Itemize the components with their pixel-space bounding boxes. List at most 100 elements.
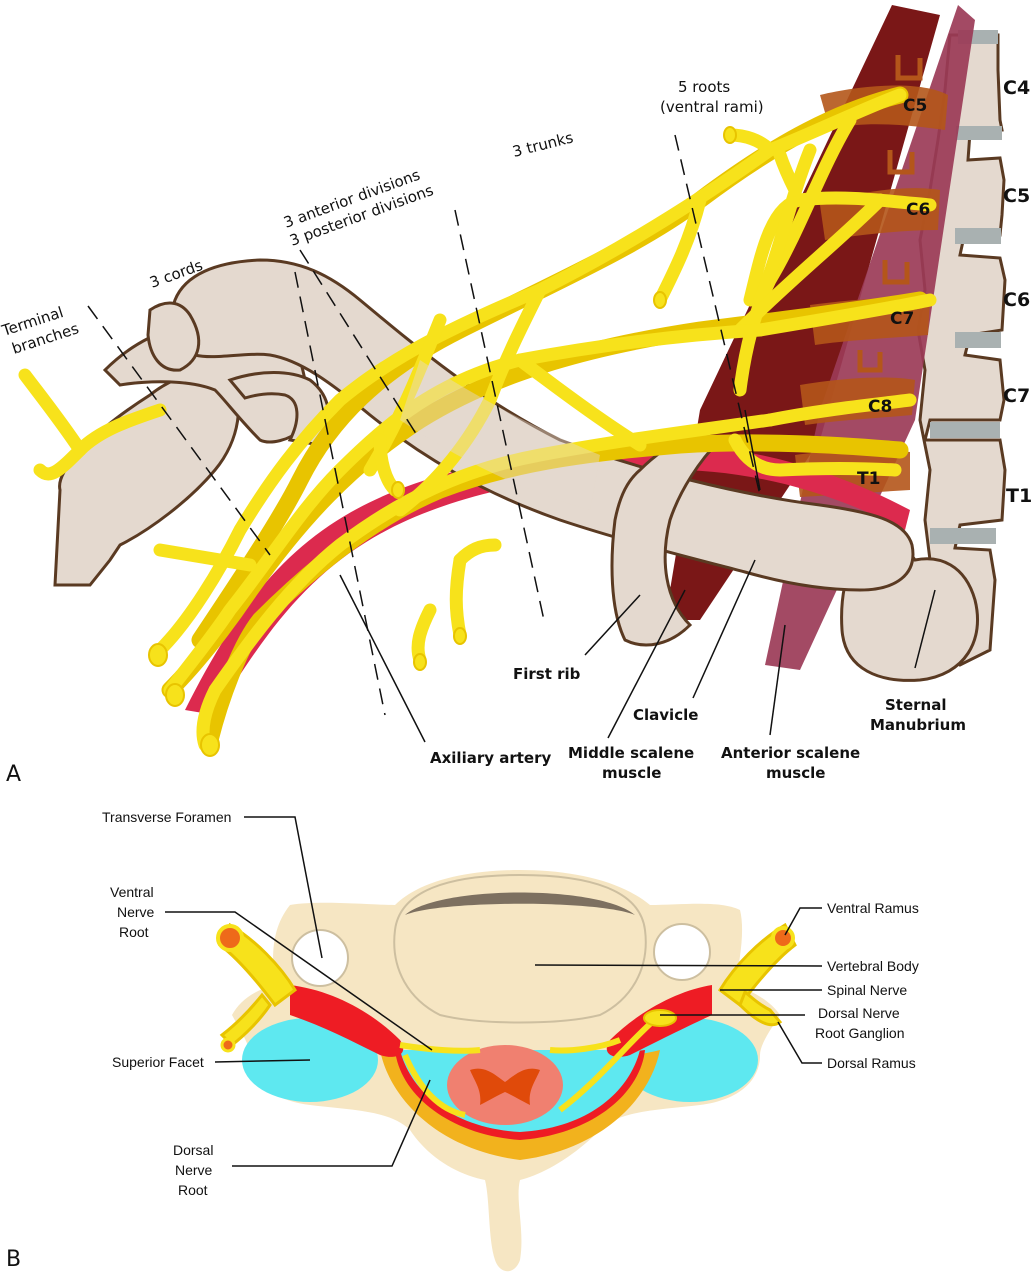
label-ventral-ramus: Ventral Ramus: [827, 900, 919, 916]
foramen-hook: [887, 150, 915, 175]
label-sternal-1: Sternal: [885, 696, 947, 714]
nerve-end: [165, 683, 185, 707]
leader-clavicle: [692, 559, 756, 699]
plexus-nerves: [18, 86, 937, 757]
dorsal-ramus-left: [219, 992, 272, 1047]
nerve-end: [200, 733, 220, 757]
root-c8-nerve: [763, 393, 917, 427]
leader-ventral-ramus: [784, 907, 822, 936]
leader-vertebral-body: [534, 964, 823, 967]
vertebral-body: [393, 873, 647, 1024]
label-dorsal-ramus: Dorsal Ramus: [827, 1055, 916, 1071]
label-transverse-foramen: Transverse Foramen: [102, 809, 231, 825]
nerve-end: [653, 291, 667, 309]
label-drg-2: Root Ganglion: [815, 1025, 905, 1041]
nerve-end: [148, 643, 168, 667]
root-label-c5: C5: [903, 96, 927, 116]
branch: [411, 603, 437, 667]
panel-letter-b: B: [6, 1247, 21, 1272]
leader-transverse-foramen: [244, 816, 323, 959]
section-dashes: [87, 134, 761, 716]
leader-dorsal-nerve-root: [232, 1079, 431, 1167]
leader-lines-a: [339, 409, 936, 743]
label-middle-scalene-1: Middle scalene: [568, 744, 694, 762]
dorsal-root-ganglion: [643, 1009, 677, 1027]
labels-panel-b: Transverse Foramen Ventral Nerve Root Su…: [6, 809, 919, 1272]
dash-roots: [674, 134, 761, 496]
panel-a: Terminal branches 3 cords 3 anterior div…: [0, 5, 1032, 787]
leader-anterior-scalene: [769, 624, 786, 736]
branch: [773, 148, 802, 197]
branch: [653, 193, 707, 307]
root-label-c6: C6: [906, 200, 930, 220]
label-clavicle: Clavicle: [633, 706, 698, 724]
foramen-hook: [882, 260, 910, 285]
gray-matter: [470, 1068, 540, 1105]
nerve-end: [391, 481, 405, 499]
acromion: [146, 301, 201, 372]
disc: [930, 422, 1000, 438]
label-roots-2: (ventral rami): [660, 98, 764, 116]
nerve-end: [413, 653, 427, 671]
label-anterior-scalene-2: muscle: [766, 764, 825, 782]
label-ventral-nerve-root-3: Root: [119, 924, 149, 940]
leader-dorsal-ramus: [777, 1021, 822, 1064]
vertebra-label-t1: T1: [1006, 485, 1032, 507]
root-label-c8: C8: [868, 397, 892, 417]
vertebra-label-c7: C7: [1003, 385, 1030, 407]
ramus-cap: [220, 1037, 236, 1053]
panel-letter-a: A: [6, 762, 21, 787]
ventral-root-right: [549, 1037, 622, 1054]
foramen-hooks: [857, 55, 923, 373]
root-t1-nerve: [728, 433, 902, 477]
root-c7-nerve: [753, 293, 937, 337]
label-first-rib: First rib: [513, 665, 581, 683]
axillary-artery: [185, 443, 910, 715]
clavicle-overlay: [400, 360, 600, 510]
transverse-foramen-right: [653, 923, 711, 981]
root-label-c7: C7: [890, 309, 914, 329]
root-label-t1: T1: [857, 469, 880, 489]
label-vertebral-body: Vertebral Body: [827, 958, 919, 974]
root-link: [753, 143, 817, 307]
branch: [453, 538, 502, 567]
panel-b: Transverse Foramen Ventral Nerve Root Su…: [6, 809, 919, 1272]
leader-sternal: [914, 589, 936, 669]
vertebral-body-rim: [405, 892, 635, 915]
leader-middle-scalene: [607, 589, 686, 739]
label-trunks: 3 trunks: [511, 128, 576, 160]
label-dorsal-nerve-root-1: Dorsal: [173, 1142, 213, 1158]
label-drg-1: Dorsal Nerve: [818, 1005, 900, 1021]
terminal-branch: [18, 368, 87, 457]
dorsal-ramus-right: [738, 989, 783, 1027]
dash-trunks: [454, 209, 546, 626]
label-dorsal-nerve-root-2: Nerve: [175, 1162, 213, 1178]
division-link: [393, 283, 547, 517]
dash-cords: [294, 271, 386, 716]
label-anterior-scalene-1: Anterior scalene: [721, 744, 860, 762]
dash-divisions: [299, 249, 421, 441]
nerve-ends: [148, 126, 737, 757]
transverse-foramen-left: [291, 929, 349, 987]
dash-terminal: [87, 305, 271, 556]
label-ventral-nerve-root-1: Ventral: [110, 884, 154, 900]
label-ventral-nerve-root-2: Nerve: [117, 904, 155, 920]
ramus-cap: [771, 926, 795, 950]
label-spinal-nerve: Spinal Nerve: [827, 982, 907, 998]
disc: [956, 126, 1002, 140]
root-c6-nerve: [743, 191, 937, 307]
terminal-branch: [153, 543, 257, 572]
leader-first-rib: [584, 594, 641, 656]
label-dorsal-nerve-root-3: Root: [178, 1182, 208, 1198]
ventral-root-left: [399, 1042, 481, 1054]
label-sternal-2: Manubrium: [870, 716, 966, 734]
disc: [955, 332, 1001, 348]
root-link: [733, 193, 887, 337]
lower-trunk: [196, 413, 777, 752]
ramus-cap: [216, 924, 244, 952]
disc: [955, 228, 1001, 244]
label-middle-scalene-2: muscle: [602, 764, 661, 782]
nerve-end: [723, 126, 737, 144]
